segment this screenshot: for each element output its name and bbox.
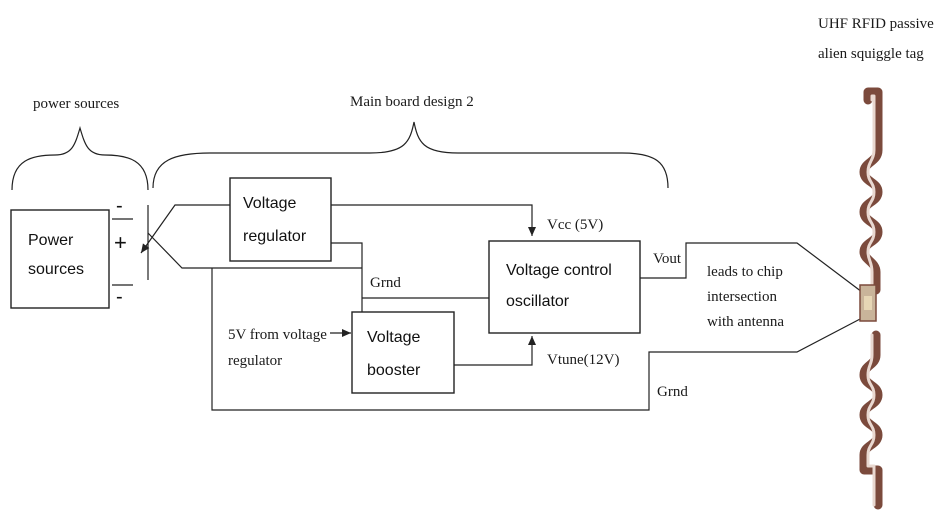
regulator-ground-wire	[331, 242, 363, 312]
voltage-regulator-label-line1: Voltage	[243, 195, 296, 212]
switch-top-arm	[140, 204, 230, 254]
main-board-brace	[152, 121, 669, 189]
voltage-booster-label-line2: booster	[367, 362, 421, 379]
power-sources-caption: power sources	[33, 96, 119, 112]
battery-minus-bottom: -	[116, 286, 123, 308]
from-regulator-label-line2: regulator	[228, 353, 282, 369]
power-sources-brace	[11, 125, 149, 191]
vco-box	[488, 240, 641, 334]
leads-label-line1: leads to chip	[707, 264, 783, 280]
tag-caption-line2: alien squiggle tag	[818, 46, 924, 62]
vco-label-line1: Voltage control	[506, 262, 612, 279]
from-regulator-label-line1: 5V from voltage	[228, 327, 327, 343]
power-sources-label-line2: sources	[28, 261, 84, 278]
leads-label-line2: intersection	[707, 289, 777, 305]
main-board-caption: Main board design 2	[350, 94, 474, 110]
voltage-booster-box	[351, 311, 455, 394]
vtune-label: Vtune(12V)	[547, 352, 619, 368]
vco-label-line2: oscillator	[506, 293, 570, 310]
grnd-bottom-label: Grnd	[657, 384, 688, 400]
grnd-mid-label: Grnd	[370, 275, 401, 291]
vcc-label: Vcc (5V)	[547, 217, 603, 233]
battery-plus: +	[114, 230, 127, 255]
power-sources-label-line1: Power	[28, 232, 74, 249]
leads-label-line3: with antenna	[707, 314, 784, 330]
rfid-tag-antenna	[859, 87, 883, 510]
battery-minus-top: -	[116, 195, 123, 217]
vcc-wire	[331, 204, 536, 236]
tag-caption-line1: UHF RFID passive	[818, 16, 934, 32]
vout-label: Vout	[653, 251, 682, 267]
voltage-regulator-box	[229, 177, 332, 262]
power-sources-box	[10, 209, 110, 309]
switch-bottom-arm	[147, 232, 362, 269]
vout-lead-wire	[640, 242, 863, 293]
vtune-wire	[454, 336, 536, 366]
voltage-regulator-label-line2: regulator	[243, 228, 307, 245]
voltage-booster-label-line1: Voltage	[367, 329, 420, 346]
ground-return-wire	[211, 268, 863, 411]
